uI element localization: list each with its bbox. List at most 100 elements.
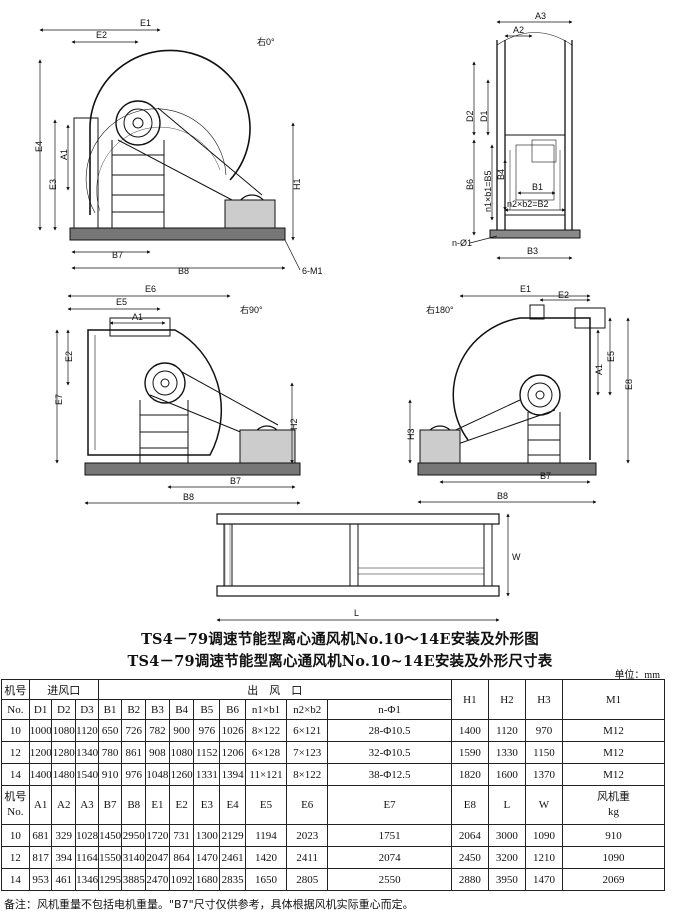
rotation-label: 右180° bbox=[426, 304, 454, 315]
table-cell: 3200 bbox=[487, 846, 526, 869]
dim-a3: A3 bbox=[535, 11, 546, 21]
figure-caption: TS4－79调速节能型离心通风机No.10～14E安装及外形图 bbox=[141, 631, 539, 648]
table-cell: 1260 bbox=[168, 763, 195, 786]
table-cell: 1200 bbox=[28, 741, 53, 764]
dim-w: W bbox=[512, 552, 521, 562]
table-cell: 1540 bbox=[75, 763, 99, 786]
table-cell: 976 bbox=[121, 763, 147, 786]
header-inlet: 进风口 bbox=[28, 679, 99, 700]
dim-a2: A2 bbox=[513, 25, 524, 35]
unit-label: 单位：mm bbox=[614, 670, 660, 681]
table-cell: 1120 bbox=[487, 719, 526, 742]
dim-e1: E1 bbox=[140, 18, 151, 28]
table-cell: 1680 bbox=[193, 868, 221, 891]
header-cell: E4 bbox=[219, 785, 246, 825]
table-cell: 1340 bbox=[75, 741, 99, 764]
table-cell: 1120 bbox=[75, 719, 99, 742]
table-cell: 1150 bbox=[524, 741, 563, 764]
table-cell: 6×121 bbox=[286, 719, 329, 742]
table-cell: 2129 bbox=[219, 824, 246, 847]
header-cell: B1 bbox=[97, 699, 123, 720]
header-h3: H3 bbox=[524, 679, 563, 720]
table-cell: 2074 bbox=[327, 846, 452, 869]
header-cell: A3 bbox=[75, 785, 99, 825]
table-cell: 3950 bbox=[487, 868, 526, 891]
dim-h3: H3 bbox=[406, 428, 416, 440]
header-cell: B5 bbox=[193, 699, 221, 720]
table-cell: 910 bbox=[561, 824, 666, 847]
table-cell: 1400 bbox=[28, 763, 53, 786]
table-cell: 2461 bbox=[219, 846, 246, 869]
table-cell: 1400 bbox=[450, 719, 489, 742]
dim-h1: H1 bbox=[292, 178, 302, 190]
dim-e2: E2 bbox=[64, 351, 74, 362]
table-cell: M12 bbox=[561, 719, 666, 742]
header-cell: E6 bbox=[286, 785, 329, 825]
table-cell: 2069 bbox=[561, 868, 666, 891]
header-cell: L bbox=[487, 785, 526, 825]
dim-l: L bbox=[354, 608, 359, 618]
table-cell: 1550 bbox=[97, 846, 123, 869]
table-cell: 6×128 bbox=[244, 741, 288, 764]
table-cell: 1280 bbox=[51, 741, 77, 764]
dim-b8: B8 bbox=[178, 266, 189, 276]
header-cell: B7 bbox=[97, 785, 123, 825]
table-cell: 910 bbox=[97, 763, 123, 786]
table-cell: 1394 bbox=[219, 763, 246, 786]
table-cell: M12 bbox=[561, 741, 666, 764]
view-front bbox=[469, 20, 581, 260]
header-cell: B4 bbox=[168, 699, 195, 720]
table-cell: 1420 bbox=[244, 846, 288, 869]
dim-e6: E6 bbox=[145, 284, 156, 294]
table-cell: 1346 bbox=[75, 868, 99, 891]
table-cell: 2023 bbox=[286, 824, 329, 847]
table-cell: 8×122 bbox=[244, 719, 288, 742]
table-cell: 1331 bbox=[193, 763, 221, 786]
header-cell: E1 bbox=[145, 785, 170, 825]
table-cell: 1600 bbox=[487, 763, 526, 786]
header-outlet: 出 风 口 bbox=[97, 679, 452, 700]
table-subheader-row: No. D1 D2 D3 B1 B2 B3 B4 B5 B6 n1×b1 n2×… bbox=[1, 699, 665, 720]
table-cell: 1210 bbox=[524, 846, 563, 869]
table-cell: 2470 bbox=[145, 868, 170, 891]
rotation-label: 右90° bbox=[240, 304, 263, 315]
table-cell: 780 bbox=[97, 741, 123, 764]
header-weight-label: 风机重 bbox=[596, 791, 630, 803]
table-header-row-2: 机号 No. A1 A2 A3 B7 B8 E1 E2 E3 E4 E5 E6 … bbox=[1, 785, 666, 825]
dim-b7: B7 bbox=[540, 471, 551, 481]
table-cell: 1152 bbox=[193, 741, 221, 764]
table-cell: 731 bbox=[168, 824, 195, 847]
dim-e3: E3 bbox=[48, 179, 58, 190]
table-cell: 1470 bbox=[193, 846, 221, 869]
view-rotation-180 bbox=[408, 294, 630, 504]
header-weight: 风机重 kg bbox=[561, 785, 666, 825]
table-cell: 1080 bbox=[168, 741, 195, 764]
dim-b2: n2×b2=B2 bbox=[507, 199, 549, 209]
dim-e5: E5 bbox=[116, 297, 127, 307]
header-cell: D2 bbox=[51, 699, 77, 720]
dim-e8: E8 bbox=[624, 379, 634, 390]
table-cell: M12 bbox=[561, 763, 666, 786]
dim-e1: E1 bbox=[520, 284, 531, 294]
table-cell: 8×122 bbox=[286, 763, 329, 786]
table-cell: 900 bbox=[168, 719, 195, 742]
table-cell: 908 bbox=[145, 741, 170, 764]
table-cell: 7×123 bbox=[286, 741, 329, 764]
table-cell: 461 bbox=[51, 868, 77, 891]
dim-b3: B3 bbox=[527, 246, 538, 256]
header-cell: E3 bbox=[193, 785, 221, 825]
header-cell: W bbox=[524, 785, 563, 825]
table-cell: 32-Φ10.5 bbox=[327, 741, 452, 764]
dim-b1: B1 bbox=[532, 182, 543, 192]
table-cell: 329 bbox=[51, 824, 77, 847]
dim-b8: B8 bbox=[497, 491, 508, 501]
table-cell: 10 bbox=[1, 719, 30, 742]
table-cell: 12 bbox=[1, 846, 30, 869]
dim-n-phi1: n-Ø1 bbox=[452, 238, 472, 248]
dim-a1: A1 bbox=[59, 149, 69, 160]
dim-d2: D2 bbox=[465, 110, 475, 122]
